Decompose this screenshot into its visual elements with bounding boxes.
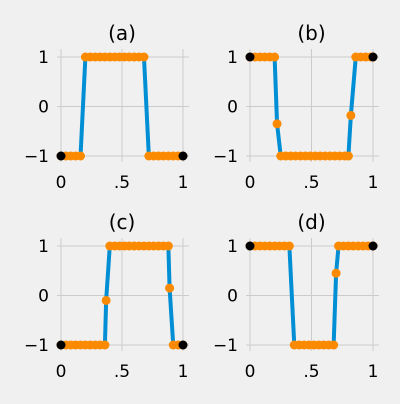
x-tick-label: .5: [114, 362, 130, 382]
subplot-title: (a): [108, 21, 136, 45]
data-point: [331, 268, 341, 278]
x-tick-label: 1: [368, 362, 379, 382]
x-tick-label: 1: [178, 173, 189, 193]
y-tick-label: −1: [24, 336, 49, 356]
subplot-3: (c) 0 .5 1 −1 0 1: [24, 210, 189, 382]
endpoint-marker: [245, 52, 255, 62]
subplot-2: (b) 0 .5 1 −1 0 1: [213, 21, 379, 193]
x-tick-label: .5: [114, 173, 130, 193]
subplot-title: (d): [297, 210, 325, 234]
data-point: [346, 110, 356, 120]
x-tick-label: 1: [178, 362, 189, 382]
y-tick-label: 0: [38, 98, 49, 118]
data-point: [100, 340, 110, 350]
y-tick-label: 1: [227, 237, 238, 257]
data-point: [76, 151, 86, 161]
subplot-4: (d) 0 .5 1 −1 0 1: [213, 210, 379, 382]
x-tick-label: .5: [303, 173, 319, 193]
subplot-1: (a) 0 .5 1 −1 0 1: [24, 21, 189, 193]
x-tick-label: .5: [303, 362, 319, 382]
y-tick-label: 0: [227, 287, 238, 307]
data-point: [329, 340, 339, 350]
x-tick-label: 1: [368, 173, 379, 193]
subplot-title: (c): [109, 210, 136, 234]
data-point: [139, 52, 149, 62]
x-tick-label: 0: [245, 173, 256, 193]
y-tick-label: 1: [227, 48, 238, 68]
x-tick-label: 0: [245, 362, 256, 382]
data-point: [272, 119, 282, 129]
endpoint-marker: [368, 241, 378, 251]
y-tick-label: −1: [213, 336, 238, 356]
data-point: [284, 241, 294, 251]
data-point: [270, 52, 280, 62]
endpoint-marker: [178, 151, 188, 161]
y-tick-label: 0: [38, 287, 49, 307]
endpoint-marker: [245, 241, 255, 251]
subplot-title: (b): [297, 21, 325, 45]
y-tick-label: −1: [213, 147, 238, 167]
data-point: [163, 241, 173, 251]
y-tick-label: −1: [24, 147, 49, 167]
endpoint-marker: [178, 340, 188, 350]
data-point: [101, 295, 111, 305]
y-tick-label: 0: [227, 98, 238, 118]
x-tick-label: 0: [56, 362, 67, 382]
endpoint-marker: [368, 52, 378, 62]
endpoint-marker: [56, 340, 66, 350]
x-tick-label: 0: [56, 173, 67, 193]
y-tick-label: 1: [38, 48, 49, 68]
data-point: [165, 283, 175, 293]
y-tick-label: 1: [38, 237, 49, 257]
endpoint-marker: [56, 151, 66, 161]
data-point: [343, 151, 353, 161]
